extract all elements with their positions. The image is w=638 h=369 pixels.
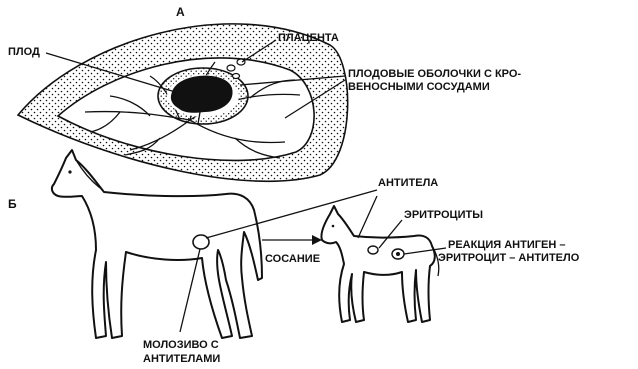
label-antibodies: АНТИТЕЛА: [378, 177, 438, 189]
label-membranes-2: ВЕНОСНЫМИ СОСУДАМИ: [348, 81, 490, 93]
leader-antibodies-foal: [358, 196, 377, 238]
foal-reaction-dot: [396, 252, 400, 256]
label-colostrum-2: АНТИТЕЛАМИ: [143, 353, 220, 365]
label-colostrum-1: МОЛОЗИВО С: [143, 339, 219, 351]
label-erythrocytes: ЭРИТРОЦИТЫ: [404, 209, 483, 221]
label-fetus: ПЛОД: [8, 46, 40, 58]
label-reaction-1: РЕАКЦИЯ АНТИГЕН –: [448, 239, 565, 251]
foal-eye: [332, 225, 335, 228]
label-placenta: ПЛАЦЕНТА: [278, 32, 339, 44]
label-membranes-1: ПЛОДОВЫЕ ОБОЛОЧКИ С КРО-: [348, 68, 521, 80]
mare-udder: [193, 235, 209, 249]
panel-a-letter: А: [176, 5, 185, 19]
foal-silhouette: [321, 206, 434, 322]
label-reaction-2: ЭРИТРОЦИТ – АНТИТЕЛО: [438, 252, 580, 264]
foal-erythrocyte-1: [368, 246, 378, 254]
leader-colostrum: [180, 249, 200, 332]
label-suckling: СОСАНИЕ: [265, 253, 320, 265]
panel-b-letter: Б: [8, 197, 17, 211]
mare-eye: [68, 170, 71, 173]
